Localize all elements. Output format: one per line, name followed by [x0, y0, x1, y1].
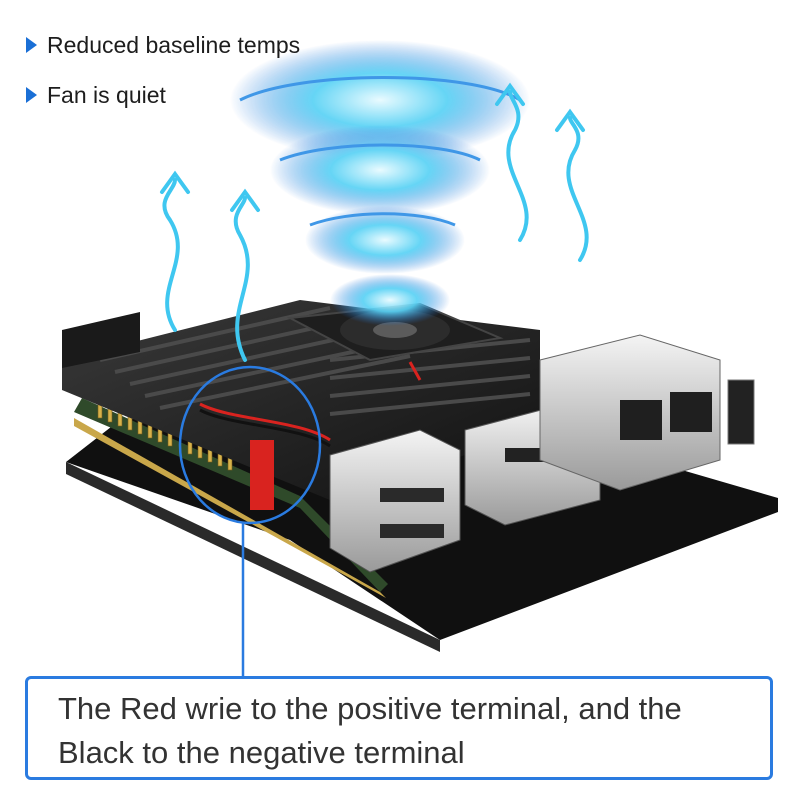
callout-line-2: Black to the negative terminal — [58, 735, 465, 770]
wiring-callout: The Red wrie to the positive terminal, a… — [25, 676, 773, 780]
callout-line-1: The Red wrie to the positive terminal, a… — [58, 691, 682, 726]
feature-text: Fan is quiet — [47, 81, 166, 108]
connector-highlight — [178, 365, 322, 676]
tornado-icon — [230, 40, 530, 326]
feature-item: Fan is quiet — [26, 78, 300, 112]
bullet-triangle-icon — [26, 37, 37, 53]
feature-item: Reduced baseline temps — [26, 28, 300, 62]
bullet-triangle-icon — [26, 87, 37, 103]
ethernet-ports — [539, 334, 755, 491]
usb-ports — [329, 429, 461, 573]
feature-text: Reduced baseline temps — [47, 31, 301, 58]
feature-list: Reduced baseline temps Fan is quiet — [26, 28, 300, 128]
airflow-arrow-icon — [160, 82, 589, 362]
circuit-board — [74, 398, 388, 592]
